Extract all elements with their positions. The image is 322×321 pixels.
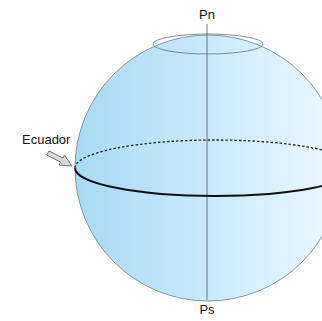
equator-label: Ecuador xyxy=(22,133,70,146)
axis-line xyxy=(207,24,208,300)
equator-back xyxy=(75,140,322,168)
polar-circle-back xyxy=(153,34,263,44)
pointer-arrow xyxy=(47,151,73,166)
pole-label: Pn xyxy=(199,8,215,21)
equator-front xyxy=(75,168,322,196)
pole-label: Ps xyxy=(199,303,214,316)
sphere xyxy=(75,35,322,301)
polar-circle-front xyxy=(153,44,263,54)
